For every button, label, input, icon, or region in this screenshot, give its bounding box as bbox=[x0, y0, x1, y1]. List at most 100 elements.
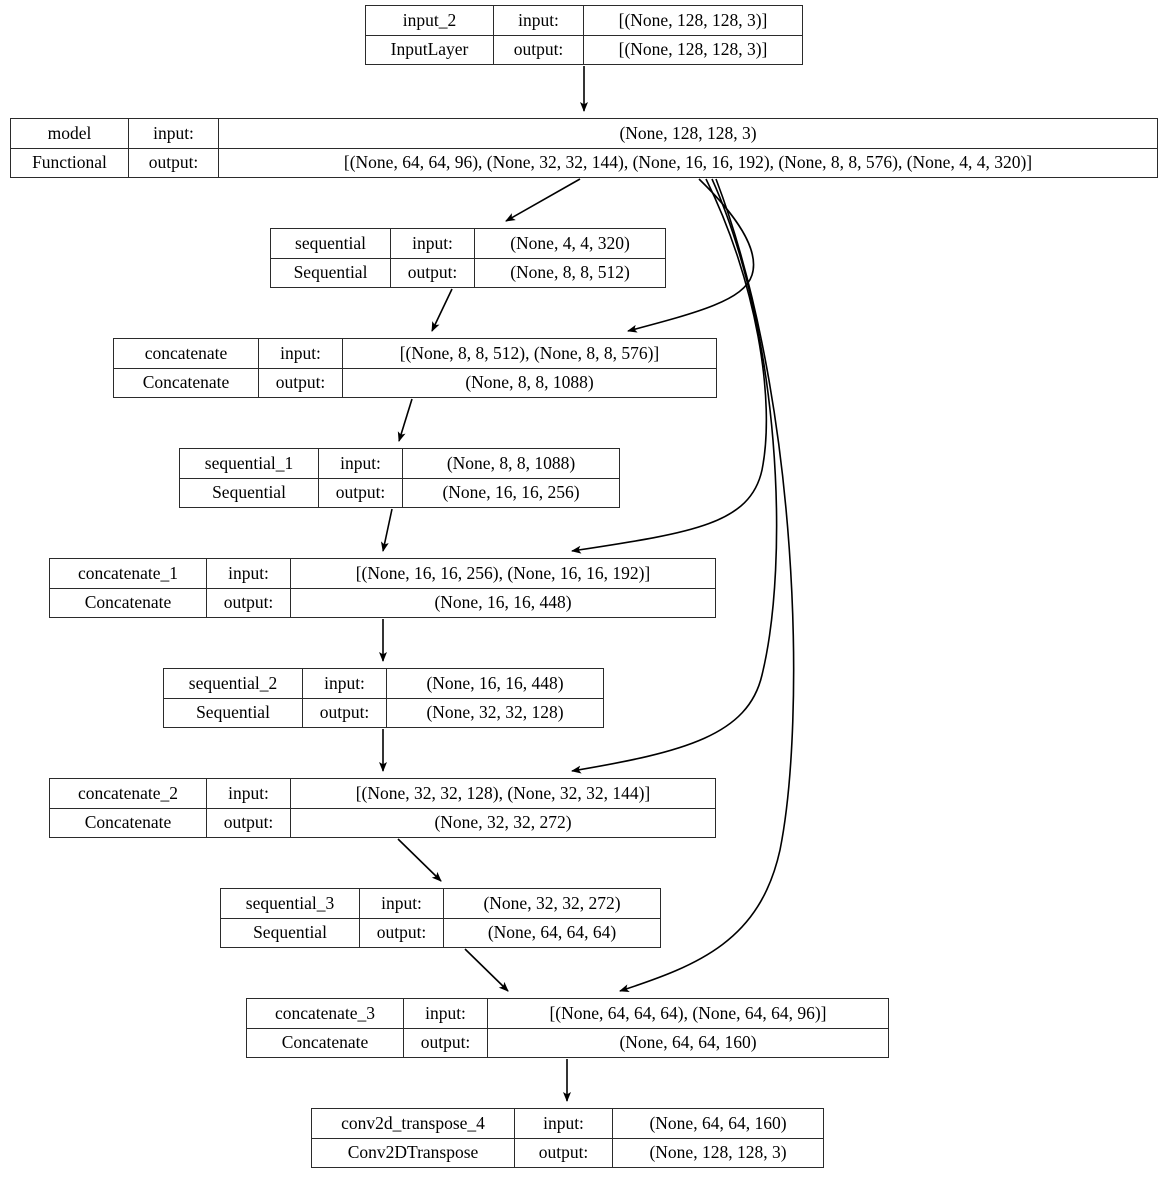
node-input-shape: [(None, 8, 8, 512), (None, 8, 8, 576)] bbox=[399, 342, 660, 363]
edge-model-to-sequential bbox=[505, 178, 581, 222]
edge-concatenate-to-sequential_1 bbox=[397, 398, 413, 442]
node-layer-class: Sequential bbox=[221, 918, 360, 947]
node-input-shape: (None, 64, 64, 160) bbox=[649, 1112, 787, 1133]
node-output-shape: (None, 8, 8, 512) bbox=[510, 262, 630, 282]
node-layer-name: sequential bbox=[271, 229, 391, 258]
node-layer-name: concatenate_2 bbox=[50, 779, 207, 808]
node-output-label: output: bbox=[207, 588, 291, 617]
node-output-label: output: bbox=[391, 258, 475, 287]
edge-concatenate_2-to-sequential_3 bbox=[397, 838, 442, 882]
node-layer-class: InputLayer bbox=[366, 35, 494, 64]
node-layer-name: conv2d_transpose_4 bbox=[312, 1109, 515, 1138]
node-layer-name: concatenate bbox=[114, 339, 259, 368]
node-input-label: input: bbox=[404, 999, 488, 1028]
node-input-shape: [(None, 64, 64, 64), (None, 64, 64, 96)] bbox=[549, 1002, 827, 1023]
node-layer-class: Concatenate bbox=[50, 808, 207, 837]
node-layer-class: Concatenate bbox=[50, 588, 207, 617]
node-input-shape: [(None, 128, 128, 3)] bbox=[618, 9, 768, 30]
node-input-label: input: bbox=[207, 559, 291, 588]
node-input-shape: (None, 16, 16, 448) bbox=[426, 672, 564, 693]
node-input-label: input: bbox=[494, 6, 584, 35]
node-output-shape: [(None, 64, 64, 96), (None, 32, 32, 144)… bbox=[343, 152, 1033, 172]
node-output-label: output: bbox=[319, 478, 403, 507]
node-input-label: input: bbox=[259, 339, 343, 368]
node-layer-name: concatenate_1 bbox=[50, 559, 207, 588]
node-input-label: input: bbox=[303, 669, 387, 698]
node-input-label: input: bbox=[129, 119, 219, 148]
node-layer-name: sequential_3 bbox=[221, 889, 360, 918]
node-output-label: output: bbox=[515, 1138, 613, 1167]
node-layer-class: Functional bbox=[11, 148, 129, 177]
node-input-shape: (None, 32, 32, 272) bbox=[483, 892, 621, 913]
node-layer-name: sequential_1 bbox=[180, 449, 319, 478]
node-output-shape: (None, 32, 32, 272) bbox=[434, 812, 572, 832]
node-output-shape: [(None, 128, 128, 3)] bbox=[618, 39, 768, 59]
node-layer-class: Sequential bbox=[180, 478, 319, 507]
node-output-shape: (None, 128, 128, 3) bbox=[649, 1142, 787, 1162]
node-output-label: output: bbox=[494, 35, 584, 64]
node-input-label: input: bbox=[319, 449, 403, 478]
node-input-label: input: bbox=[391, 229, 475, 258]
node-input-shape: [(None, 32, 32, 128), (None, 32, 32, 144… bbox=[355, 782, 651, 803]
node-output-shape: (None, 32, 32, 128) bbox=[426, 702, 564, 722]
node-input-shape: (None, 8, 8, 1088) bbox=[446, 452, 576, 473]
edge-sequential_3-to-concatenate_3 bbox=[464, 948, 509, 992]
node-layer-name: model bbox=[11, 119, 129, 148]
node-layer-class: Concatenate bbox=[114, 368, 259, 397]
node-input-shape: [(None, 16, 16, 256), (None, 16, 16, 192… bbox=[355, 562, 651, 583]
edge-sequential_1-to-concatenate_1 bbox=[380, 508, 393, 552]
node-output-label: output: bbox=[404, 1028, 488, 1057]
node-output-shape: (None, 64, 64, 64) bbox=[487, 922, 617, 942]
node-layer-name: input_2 bbox=[366, 6, 494, 35]
node-output-label: output: bbox=[207, 808, 291, 837]
edge-sequential-to-concatenate bbox=[431, 288, 453, 332]
node-output-label: output: bbox=[360, 918, 444, 947]
node-layer-class: Sequential bbox=[271, 258, 391, 287]
node-input-shape: (None, 128, 128, 3) bbox=[619, 122, 757, 143]
node-input-label: input: bbox=[360, 889, 444, 918]
node-input-label: input: bbox=[515, 1109, 613, 1138]
node-output-shape: (None, 16, 16, 256) bbox=[442, 482, 580, 502]
node-layer-class: Sequential bbox=[164, 698, 303, 727]
node-output-label: output: bbox=[129, 148, 219, 177]
node-layer-name: sequential_2 bbox=[164, 669, 303, 698]
node-layer-name: concatenate_3 bbox=[247, 999, 404, 1028]
node-output-label: output: bbox=[259, 368, 343, 397]
node-layer-class: Concatenate bbox=[247, 1028, 404, 1057]
node-input-shape: (None, 4, 4, 320) bbox=[510, 232, 630, 253]
node-output-label: output: bbox=[303, 698, 387, 727]
